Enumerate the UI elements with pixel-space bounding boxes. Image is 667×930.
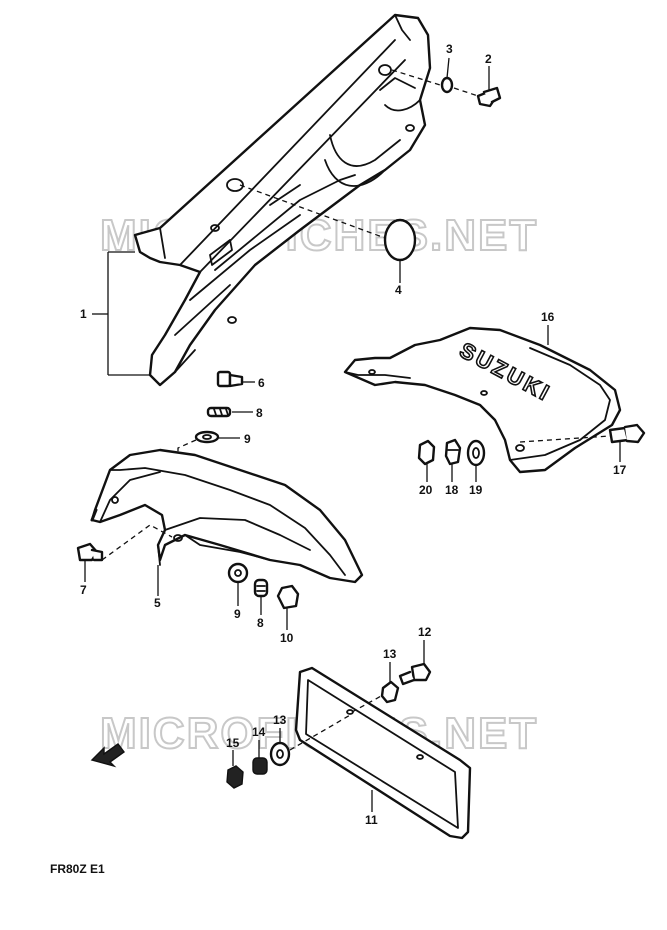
part-13-washer-upper: [380, 680, 400, 704]
callout-19: 19: [469, 483, 483, 497]
callout-17: 17: [613, 463, 627, 477]
callout-7: 7: [80, 583, 87, 597]
part-15-nut: [226, 765, 244, 789]
callout-16: 16: [541, 310, 555, 324]
callout-12: 12: [418, 625, 432, 639]
diagram-code: FR80Z E1: [50, 862, 105, 876]
part-16-plate-bracket: SUZUKI: [343, 326, 622, 474]
part-8-spring-washer-upper: [206, 406, 232, 418]
part-3-washer: [440, 76, 454, 94]
callout-15: 15: [226, 736, 240, 750]
part-12-bolt: [398, 662, 432, 686]
part-17-bolt: [608, 423, 646, 444]
callout-2: 2: [485, 52, 492, 66]
callout-4: 4: [395, 283, 402, 297]
part-10-cap-nut: [276, 584, 300, 610]
part-11-plate-frame: [294, 666, 472, 840]
callout-3: 3: [446, 42, 453, 56]
callout-5: 5: [154, 596, 161, 610]
part-7-bolt: [76, 542, 104, 562]
callout-18: 18: [445, 483, 459, 497]
part-6-bolt: [216, 370, 244, 388]
callout-8-lower: 8: [257, 616, 264, 630]
callout-6: 6: [258, 376, 265, 390]
callout-10: 10: [280, 631, 294, 645]
part-20-nut: [417, 439, 436, 466]
callout-9-lower: 9: [234, 607, 241, 621]
part-9-washer-lower: [227, 562, 249, 584]
part-2-screw: [476, 86, 502, 108]
callout-14: 14: [252, 725, 266, 739]
part-19-washer: [466, 439, 486, 467]
part-8-spring-washer-lower: [253, 578, 269, 598]
part-4-grommet: [383, 218, 417, 262]
callout-8-upper: 8: [256, 406, 263, 420]
part-9-washer-upper: [194, 430, 220, 444]
callout-13-upper: 13: [383, 647, 397, 661]
forward-direction-arrow-icon: [90, 743, 125, 768]
part-18-spring-washer: [444, 438, 462, 466]
part-13-washer-lower: [269, 741, 291, 767]
callout-11: 11: [365, 813, 378, 827]
part-14-spring-washer: [252, 757, 268, 775]
callout-1: 1: [80, 307, 87, 321]
callout-labels: 1 2 3 4 5 6 7 8 8 9 9 10 11 12 13 13 14 …: [80, 42, 627, 827]
part-5-rear-fender: [90, 448, 364, 584]
callout-20: 20: [419, 483, 433, 497]
callout-13-lower: 13: [273, 713, 287, 727]
callout-9-upper: 9: [244, 432, 251, 446]
